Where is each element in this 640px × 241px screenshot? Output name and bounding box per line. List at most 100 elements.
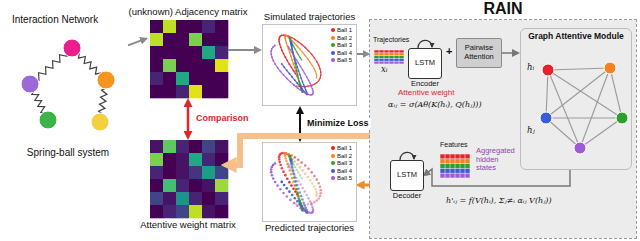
box-text: Pairwise Attention [457, 44, 501, 61]
trajectory-dot [296, 51, 298, 53]
trajectory-dot [293, 197, 296, 200]
trajectory-dot [290, 184, 293, 187]
feature-cell [450, 174, 454, 178]
graph-edge [546, 70, 548, 118]
trajectory-dot [270, 168, 273, 171]
graph-node [604, 62, 616, 74]
trajectory-dot [295, 188, 298, 191]
recurrence-arrow [418, 40, 432, 48]
matrix-cell [202, 20, 215, 33]
annotation-label: h'ᵢⱼ = f(V(hᵢ), Σⱼ≠ᵢ αᵢⱼ V(hⱼ)) [446, 196, 552, 205]
matrix-cell [150, 205, 163, 218]
matrix-panel: (unknown) Adjacency matrix [148, 20, 228, 98]
trajectory-dot [278, 161, 281, 164]
feature-cell [394, 62, 398, 64]
feature-cell [465, 159, 469, 163]
feature-cell [399, 59, 403, 61]
trajectory-dot [302, 209, 305, 212]
matrix-cell [176, 205, 189, 218]
trajectory-dot [316, 82, 318, 84]
annotation-label: + [446, 45, 452, 58]
trajectory-dot [294, 160, 297, 163]
matrix-cell [215, 153, 228, 166]
trajectory-dot [276, 184, 279, 187]
ball-symbol [91, 113, 109, 131]
trajectory-dot [294, 56, 296, 58]
trajectory-dot [291, 161, 294, 164]
matrix-cell [150, 179, 163, 192]
trajectory-dot [290, 44, 292, 46]
legend-entry: Ball 3 [331, 42, 352, 49]
trajectory-dot [289, 38, 291, 40]
trajectory-dot [289, 39, 291, 41]
trajectory-dot [308, 79, 310, 81]
trajectory-dot [286, 42, 288, 44]
trajectory-dot [304, 73, 306, 75]
trajectory-dot [300, 195, 303, 198]
feature-cell [399, 50, 403, 52]
trajectory-dot [288, 190, 291, 193]
trajectory-dot [301, 177, 304, 180]
feature-cell [465, 154, 469, 158]
trajectory-dot [283, 53, 285, 55]
trajectory-dot [310, 94, 312, 96]
feature-cell [465, 164, 469, 168]
matrix-cell [215, 59, 228, 72]
trajectory-dot [270, 53, 272, 55]
connector-arrow [228, 49, 256, 51]
trajectory-dot [281, 167, 284, 170]
trajectory-dot [284, 35, 286, 37]
feature-bars [440, 154, 469, 177]
trajectory-dot [286, 195, 289, 198]
legend-swatch [331, 146, 335, 150]
trajectory-dot [311, 86, 313, 88]
legend-text: Ball 4 [337, 168, 352, 175]
trajectory-dot [290, 41, 292, 43]
matrix-cell [189, 192, 202, 205]
trajectory-dot [312, 88, 314, 90]
feature-cell [384, 62, 388, 64]
trajectory-dot [299, 207, 302, 210]
trajectory-dot [284, 38, 286, 40]
graph-edge [548, 70, 622, 118]
trajectory-dot [291, 194, 294, 197]
trajectory-dot [312, 93, 314, 95]
trajectory-dot [286, 69, 288, 71]
trajectory-dot [307, 58, 309, 60]
feature-cell [374, 50, 378, 52]
matrix-cell [202, 205, 215, 218]
trajectory-dot [307, 176, 310, 179]
connector-arrow [363, 184, 370, 187]
trajectory-dot [285, 187, 288, 190]
matrix-cell [189, 205, 202, 218]
legend-text: Ball 2 [337, 153, 352, 160]
trajectory-dot [274, 162, 277, 165]
matrix-cell [189, 85, 202, 98]
trajectory-dot [282, 192, 285, 195]
feature-cell [460, 174, 464, 178]
feature-cell [374, 56, 378, 58]
trajectory-dot [290, 41, 292, 43]
trajectory-dot [318, 197, 321, 200]
matrix-cell [202, 179, 215, 192]
feature-cell [450, 169, 454, 173]
trajectory-dot [289, 156, 292, 159]
trajectory-dot [302, 69, 304, 71]
legend-entry: Ball 3 [331, 160, 352, 167]
legend-text: Ball 5 [337, 57, 352, 64]
feature-cell [445, 174, 449, 178]
matrix-cell [176, 192, 189, 205]
trajectory-dot [291, 42, 293, 44]
trajectory-dot [274, 63, 276, 65]
matrix-cell [150, 166, 163, 179]
trajectory-dots [281, 41, 308, 96]
trajectory-dots [289, 37, 304, 93]
matrix-cell [189, 46, 202, 59]
feature-bars [374, 50, 403, 63]
feature-cell [394, 59, 398, 61]
legend-swatch [331, 28, 335, 32]
matrix-cell [150, 85, 163, 98]
trajectory-dot [285, 160, 288, 163]
trajectory-dot [297, 41, 299, 43]
